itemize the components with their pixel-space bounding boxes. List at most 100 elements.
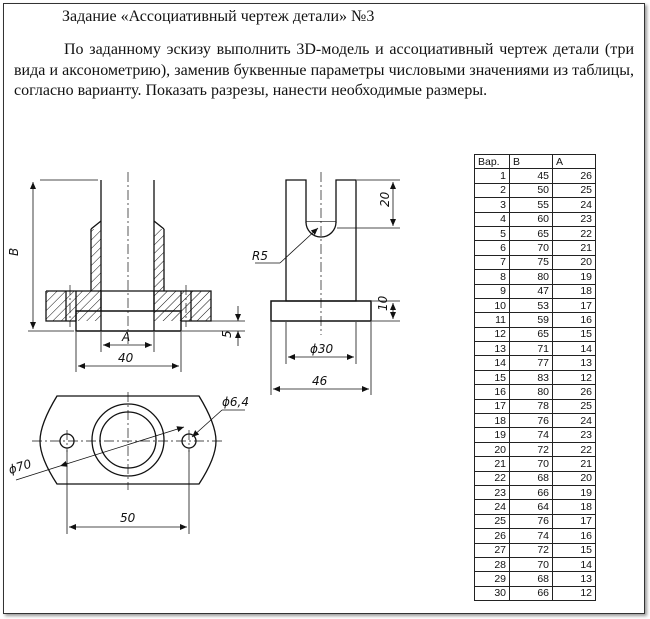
table-header-row: Вар. B A xyxy=(474,153,596,170)
dim-phi64-label: ϕ6,4 xyxy=(222,395,249,409)
top-centerlines xyxy=(32,392,224,490)
cell-a: 26 xyxy=(552,168,596,184)
dim-phi30-lines xyxy=(285,322,357,364)
cell-a: 12 xyxy=(552,369,596,386)
cell-b: 68 xyxy=(509,571,553,587)
cell-variant: 22 xyxy=(474,470,510,486)
cell-a: 21 xyxy=(552,456,596,472)
cell-variant: 4 xyxy=(474,211,510,227)
cell-a: 17 xyxy=(552,513,596,530)
cell-variant: 23 xyxy=(474,484,510,501)
cell-a: 15 xyxy=(552,326,596,343)
dim-b-lines xyxy=(28,179,98,332)
cell-variant: 17 xyxy=(474,398,510,415)
cell-a: 16 xyxy=(552,312,596,328)
front-hatching xyxy=(46,229,211,321)
cell-b: 80 xyxy=(509,384,553,400)
cell-b: 71 xyxy=(509,341,553,357)
cell-a: 18 xyxy=(552,499,596,515)
cell-b: 78 xyxy=(509,398,553,415)
dim-50-lines xyxy=(66,450,190,534)
cell-a: 16 xyxy=(552,528,596,544)
cell-a: 19 xyxy=(552,269,596,285)
cell-variant: 27 xyxy=(474,542,510,558)
cell-variant: 5 xyxy=(474,225,510,242)
cell-variant: 8 xyxy=(474,269,510,285)
cell-variant: 24 xyxy=(474,499,510,515)
cell-b: 75 xyxy=(509,254,553,271)
cell-b: 74 xyxy=(509,528,553,544)
cell-variant: 7 xyxy=(474,254,510,271)
dim-phi70-label: ϕ70 xyxy=(7,457,34,477)
cell-b: 50 xyxy=(509,182,553,199)
cell-variant: 20 xyxy=(474,441,510,458)
cell-b: 66 xyxy=(509,484,553,501)
cell-b: 74 xyxy=(509,427,553,443)
cell-variant: 29 xyxy=(474,571,510,587)
task-title: Задание «Ассоциативный чертеж детали» №3 xyxy=(62,8,375,25)
cell-a: 23 xyxy=(552,211,596,227)
cell-b: 76 xyxy=(509,513,553,530)
cell-a: 21 xyxy=(552,240,596,256)
cell-b: 65 xyxy=(509,225,553,242)
cell-variant: 19 xyxy=(474,427,510,443)
cell-variant: 16 xyxy=(474,384,510,400)
dim-5-lines xyxy=(182,306,245,346)
dim-b-label: B xyxy=(7,248,21,256)
dim-10-lines xyxy=(372,300,400,322)
cell-variant: 18 xyxy=(474,413,510,429)
cell-a: 18 xyxy=(552,283,596,299)
dim-10-label: 10 xyxy=(376,295,390,311)
cell-a: 22 xyxy=(552,441,596,458)
cell-b: 55 xyxy=(509,197,553,213)
dim-a-lines xyxy=(100,332,155,352)
dim-50-label: 50 xyxy=(120,511,136,525)
cell-b: 83 xyxy=(509,369,553,386)
cell-b: 53 xyxy=(509,297,553,314)
cell-variant: 28 xyxy=(474,556,510,573)
cell-a: 26 xyxy=(552,384,596,400)
cell-variant: 10 xyxy=(474,297,510,314)
cell-variant: 30 xyxy=(474,585,510,602)
cell-a: 15 xyxy=(552,542,596,558)
dim-20-label: 20 xyxy=(378,191,392,207)
cell-a: 24 xyxy=(552,413,596,429)
cell-a: 14 xyxy=(552,341,596,357)
dim-5-label: 5 xyxy=(220,330,234,338)
cell-b: 70 xyxy=(509,456,553,472)
cell-b: 60 xyxy=(509,211,553,227)
cell-a: 25 xyxy=(552,398,596,415)
dim-46-lines xyxy=(270,322,372,395)
dim-20-lines xyxy=(337,179,400,229)
cell-b: 65 xyxy=(509,326,553,343)
cell-variant: 2 xyxy=(474,182,510,199)
dim-40-label: 40 xyxy=(118,351,134,365)
cell-a: 24 xyxy=(552,197,596,213)
cell-a: 23 xyxy=(552,427,596,443)
cell-b: 47 xyxy=(509,283,553,299)
cell-variant: 26 xyxy=(474,528,510,544)
header-variant: Вар. xyxy=(474,153,510,170)
cell-variant: 25 xyxy=(474,513,510,530)
cell-a: 17 xyxy=(552,297,596,314)
cell-a: 14 xyxy=(552,556,596,573)
cell-a: 20 xyxy=(552,470,596,486)
